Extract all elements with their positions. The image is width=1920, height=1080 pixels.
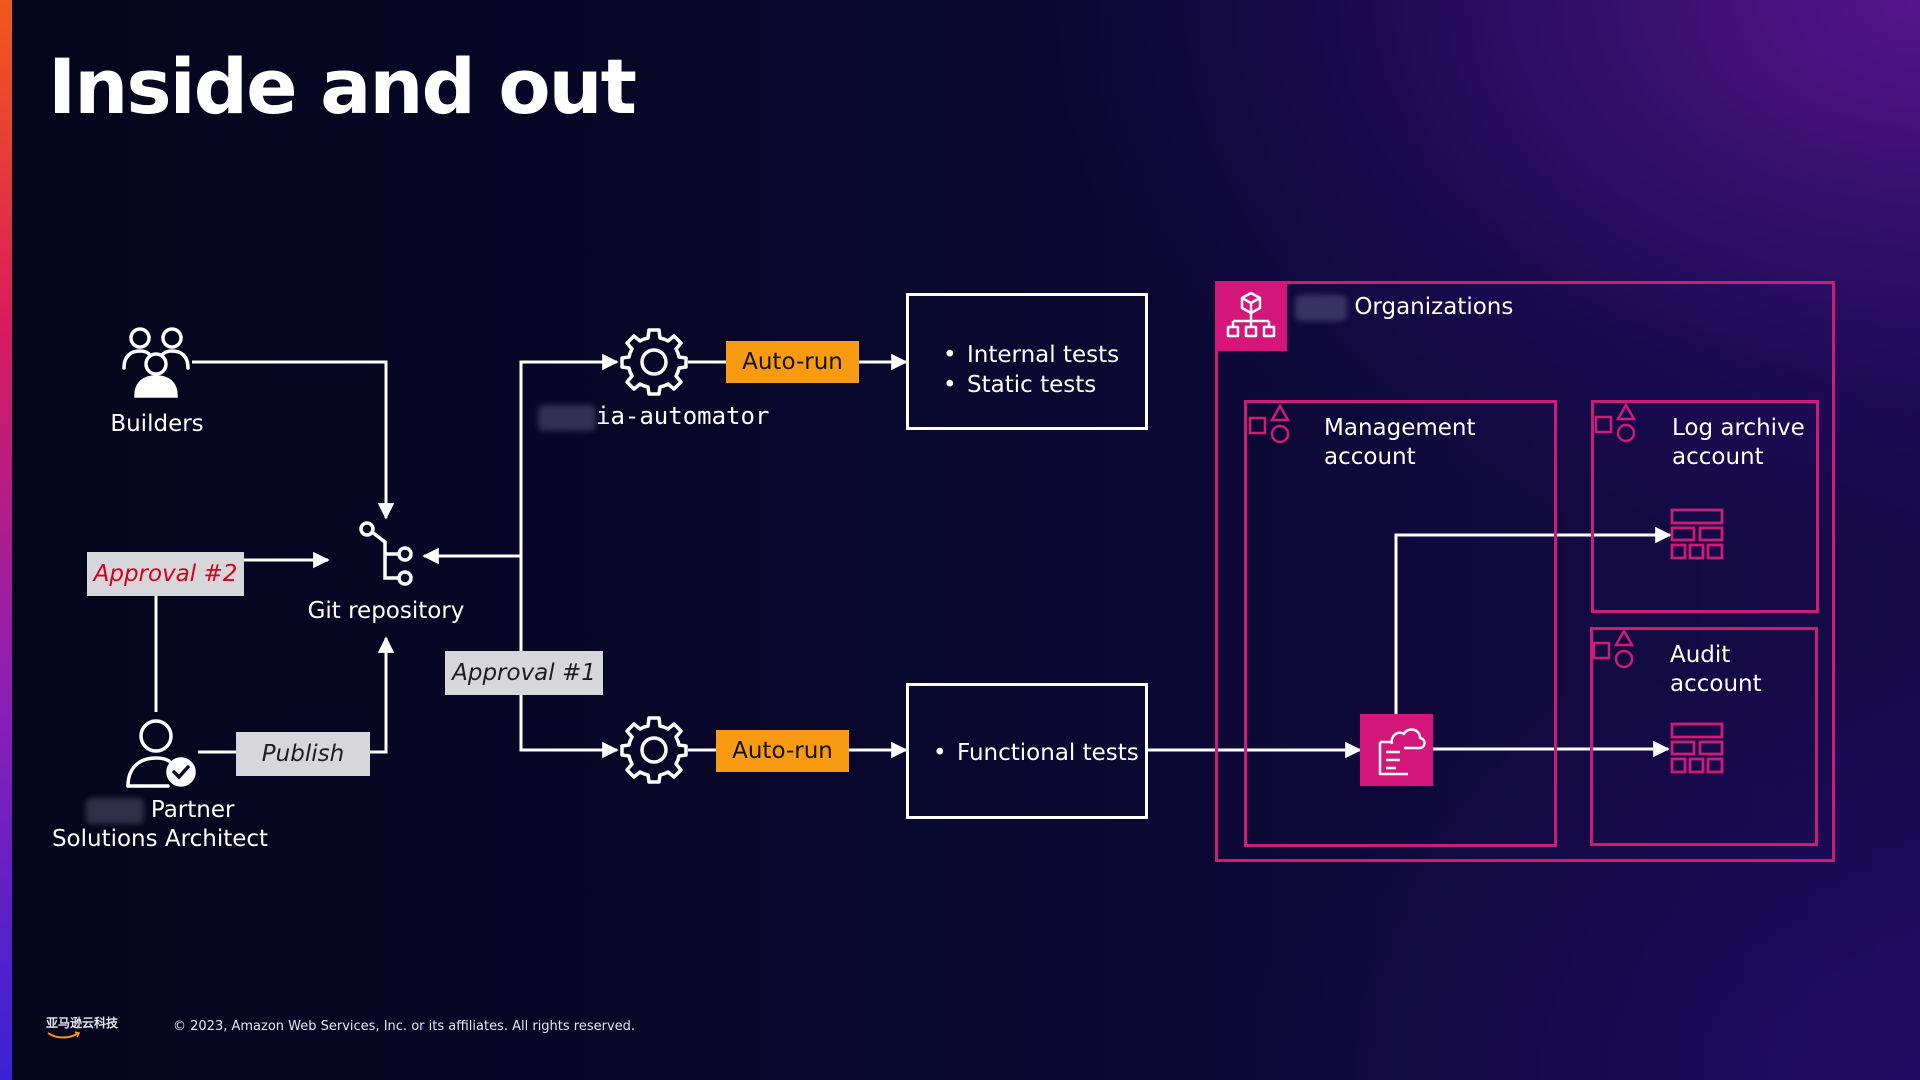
accent-bar [0, 0, 12, 1080]
audit-account-box [1590, 627, 1818, 846]
redacted-mark [85, 797, 144, 824]
trunk-to-top-gear-arrow [519, 353, 619, 554]
top-tests-list: Internal tests Static tests [939, 340, 1145, 400]
footer-logo-text: 亚马逊云科技 [46, 1016, 119, 1030]
cloudformation-to-log-arrow [1394, 526, 1672, 714]
audit-label-2: account [1670, 671, 1762, 697]
log-archive-label-2: account [1672, 444, 1764, 470]
autorun-bottom-badge: Auto-run [716, 730, 849, 772]
organizations-label-wrap: Organizations [1295, 293, 1513, 322]
bottom-tests-list: Functional tests [929, 738, 1145, 768]
copyright-text: © 2023, Amazon Web Services, Inc. or its… [173, 1019, 636, 1034]
partner-label-line1: Partner [40, 796, 280, 825]
test-item: Static tests [939, 370, 1145, 400]
publish-badge: Publish [236, 732, 370, 776]
solutions-architect-label: Solutions Architect [51, 826, 269, 852]
redacted-mark [1295, 294, 1347, 321]
account-shapes-icon [1248, 403, 1291, 444]
user-check-icon [126, 719, 196, 788]
approval-2-badge: Approval #2 [87, 552, 244, 596]
automator-label: ia-automator [538, 402, 769, 432]
page-title: Inside and out [48, 42, 637, 131]
organizations-icon [1226, 291, 1276, 338]
audit-label-1: Audit [1670, 642, 1731, 668]
organizations-group [1215, 281, 1835, 862]
approval-1-badge: Approval #1 [445, 651, 603, 695]
gear-icon [620, 716, 688, 784]
trunk-to-bottom-gear-arrow [519, 554, 619, 759]
partner-label: Partner [150, 797, 235, 823]
smile-logo-icon [47, 1031, 81, 1039]
management-account-box [1244, 400, 1557, 847]
test-item: Internal tests [939, 340, 1145, 370]
internal-static-tests-box: Internal tests Static tests [906, 293, 1148, 430]
git-repository-label: Git repository [307, 598, 465, 624]
account-shapes-icon [1592, 628, 1635, 669]
organizations-tile [1215, 281, 1287, 351]
builders-to-git-arrow [192, 360, 395, 520]
storage-icon [1670, 722, 1724, 774]
autorun-top-badge: Auto-run [726, 341, 859, 383]
log-archive-label-1: Log archive [1672, 415, 1805, 441]
functional-tests-box: Functional tests [906, 683, 1148, 819]
cloudformation-icon [1378, 728, 1426, 776]
log-archive-account-box [1591, 400, 1819, 613]
builders-label: Builders [110, 411, 204, 437]
git-branch-icon [359, 521, 413, 586]
automator-name: ia-automator [596, 402, 770, 430]
account-shapes-icon [1594, 402, 1637, 443]
management-label-1: Management [1324, 415, 1476, 441]
cloudformation-tile [1360, 714, 1433, 786]
management-label-2: account [1324, 444, 1416, 470]
gear-icon [620, 328, 688, 396]
organizations-label: Organizations [1354, 294, 1514, 320]
users-icon [122, 327, 190, 398]
test-item: Functional tests [929, 738, 1145, 768]
storage-icon [1670, 508, 1724, 560]
redacted-mark [538, 404, 596, 431]
